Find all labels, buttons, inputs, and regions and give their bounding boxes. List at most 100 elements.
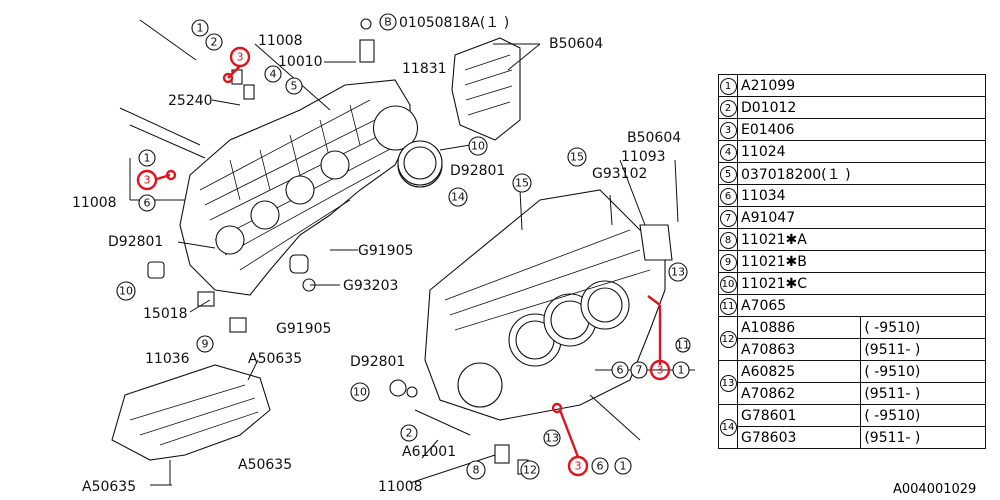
label-11036: 11036 [145,351,190,367]
callout-2a: 2 [205,33,223,51]
svg-text:10: 10 [119,285,133,298]
highlight-lines [156,65,662,458]
label-b50604-right: B50604 [627,130,681,146]
legend-callout: 11 [718,294,738,317]
legend-row: A70863(9511- ) [719,338,986,361]
label-15018: 15018 [143,306,188,322]
legend-row: G78603(9511- ) [719,426,986,449]
callout-1b: 1 [138,149,156,167]
legend-callout: 14 [718,404,738,449]
legend-row: A70862(9511- ) [719,382,986,405]
label-d92801-left: D92801 [108,234,163,250]
svg-text:3: 3 [575,460,582,473]
callout-6d: 6 [591,457,609,475]
oil-baffle [111,364,271,485]
svg-text:10: 10 [471,140,485,153]
svg-text:6: 6 [144,197,151,210]
legend-callout: 2 [718,96,738,119]
callout-11c: 11 [675,337,691,353]
callout-14a: 14 [448,187,468,207]
svg-text:4: 4 [270,68,277,81]
label-a50635-b: A50635 [238,457,292,473]
leader-lines [129,43,695,486]
legend-part-number: 037018200(１ ) [737,162,986,185]
callout-3b: 3 [136,169,158,191]
label-a50635-a: A50635 [248,351,302,367]
callout-1a: 1 [191,19,209,37]
upper-bolts [119,19,255,159]
callout-1c: 1 [672,361,690,379]
svg-text:1: 1 [620,460,627,473]
legend-callout: 5 [718,162,738,185]
legend-date-range: ( -9510) [860,404,986,427]
left-plugs [147,254,316,333]
legend-callout: 7 [718,206,738,229]
label-10010: 10010 [278,54,323,70]
svg-text:15: 15 [570,151,584,164]
callout-13b: 13 [543,429,561,447]
svg-text:1: 1 [144,152,151,165]
svg-text:13: 13 [671,266,685,279]
part-labels: 11008 10010 B50604 11831 25240 11008 D92… [72,13,681,495]
engine-bracket [359,18,521,141]
left-cylinder-block [179,79,443,296]
svg-text:11: 11 [676,339,690,352]
svg-text:1: 1 [678,364,685,377]
legend-callout: 10 [718,272,738,295]
label-11831: 11831 [402,61,447,77]
legend-part-number: A21099 [737,74,986,97]
svg-text:1: 1 [197,22,204,35]
legend-part-number: A70862 [736,382,862,405]
legend-part-number: A91047 [737,206,986,229]
callout-3c: 3 [649,359,671,381]
legend-date-range: (9511- ) [860,382,986,405]
document-id: A004001029 [893,482,977,497]
legend-part-number: A7065 [737,294,986,317]
callout-5a: 5 [285,77,303,95]
callout-b-prefix: B [384,16,392,29]
legend-callout: 13 [718,360,738,405]
label-g93102: G93102 [592,166,647,182]
legend-part-number: 11021✱C [737,272,986,295]
legend-part-number: E01406 [737,118,986,141]
legend-part-number: 11021✱A [737,228,986,251]
svg-text:3: 3 [144,174,151,187]
label-b50604-top: B50604 [549,36,603,52]
callout-13a: 13 [668,262,688,282]
legend-part-number: 11024 [737,140,986,163]
right-bolts [389,159,679,475]
label-25240: 25240 [168,93,213,109]
callout-9a: 9 [196,335,214,353]
legend-part-number: A70863 [736,338,862,361]
svg-text:14: 14 [451,191,465,204]
label-01050818a: 01050818A(１ ) [399,15,509,31]
label-11008-top: 11008 [258,33,303,49]
label-11093: 11093 [621,149,666,165]
callout-3d: 3 [567,455,589,477]
callout-1d: 1 [614,457,632,475]
svg-text:2: 2 [406,427,413,440]
callout-2d: 2 [400,424,418,442]
svg-text:6: 6 [597,460,604,473]
svg-text:5: 5 [291,80,298,93]
svg-text:13: 13 [545,432,559,445]
label-d92801-mid: D92801 [450,163,505,179]
callout-4a: 4 [264,65,282,83]
svg-text:2: 2 [211,36,218,49]
svg-text:12: 12 [523,464,537,477]
svg-text:15: 15 [515,177,529,190]
svg-text:10: 10 [353,386,367,399]
callout-10a: 10 [468,136,488,156]
callout-6b: 6 [138,194,156,212]
label-a61001: A61001 [402,444,456,460]
svg-text:3: 3 [237,51,244,64]
